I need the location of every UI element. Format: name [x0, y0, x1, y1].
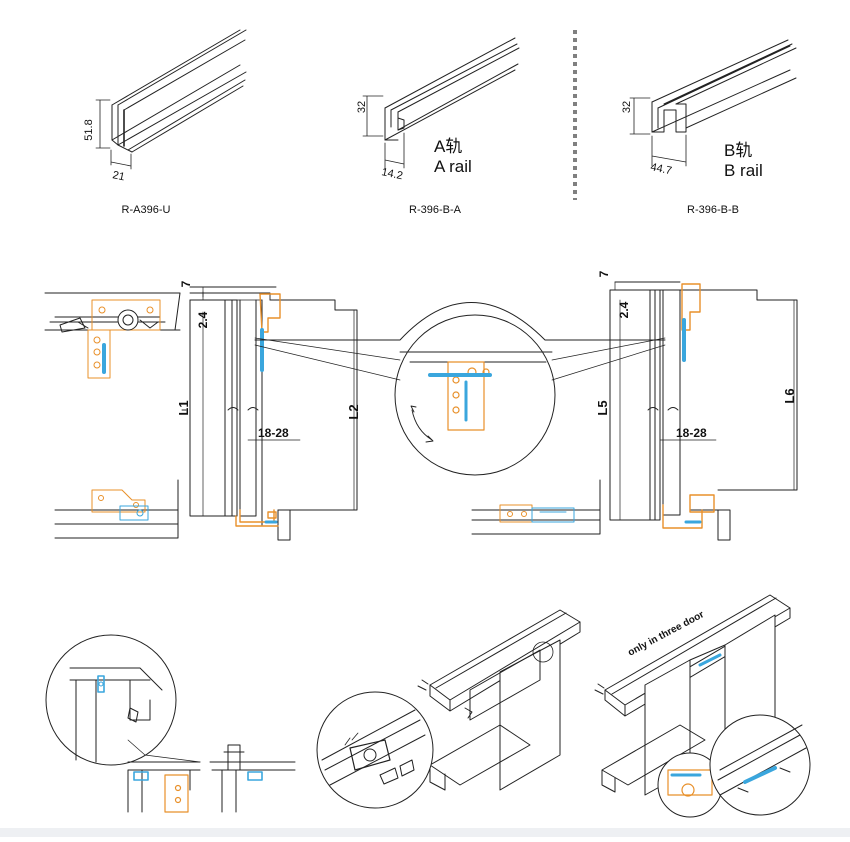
- left-gap-label: 7: [179, 280, 193, 287]
- right-offset-label: 2.4: [617, 301, 631, 318]
- assembly-two-door: [316, 609, 581, 809]
- right-range-label: 18-28: [676, 426, 707, 440]
- three-door-note: only in three door: [626, 609, 706, 658]
- right-l6-label: L6: [782, 388, 797, 403]
- rail-b-height: 32: [621, 101, 633, 113]
- bottom-strip: [0, 828, 850, 837]
- right-bottom-fitting: [471, 479, 601, 535]
- rail-u-height: 51.8: [83, 119, 95, 140]
- rail-b-label-en: B rail: [724, 161, 763, 180]
- rail-a-label-en: A rail: [434, 157, 472, 176]
- rail-a-width: 14.2: [380, 166, 403, 182]
- right-cross-section: [609, 281, 798, 541]
- left-l2-label: L2: [346, 404, 361, 419]
- left-top-fitting: [44, 292, 181, 379]
- rail-a-drawing: [362, 37, 520, 171]
- right-gap-label: 7: [597, 270, 611, 277]
- rail-u-code: R-A396-U: [122, 204, 171, 216]
- rail-a-label-cn: A轨: [434, 137, 462, 156]
- rail-b-code: R-396-B-B: [687, 204, 739, 216]
- detail-zoom-bubble: [254, 302, 666, 476]
- rail-b-drawing: [629, 39, 797, 167]
- left-range-label: 18-28: [258, 426, 289, 440]
- rail-u-drawing: [95, 29, 247, 170]
- left-l1-label: L1: [176, 400, 191, 415]
- rail-a-code: R-396-B-A: [409, 204, 462, 216]
- assembly-corner-detail: [45, 634, 296, 813]
- rail-a-height: 32: [356, 101, 368, 113]
- rail-u-width: 21: [111, 169, 125, 183]
- rail-b-width: 44.7: [649, 161, 672, 177]
- assembly-three-door: [594, 594, 811, 818]
- rail-b-label-cn: B轨: [724, 141, 752, 160]
- left-cross-section: [181, 286, 358, 541]
- left-offset-label: 2.4: [196, 311, 210, 328]
- right-l5-label: L5: [595, 400, 610, 415]
- left-bottom-fitting: [54, 479, 179, 539]
